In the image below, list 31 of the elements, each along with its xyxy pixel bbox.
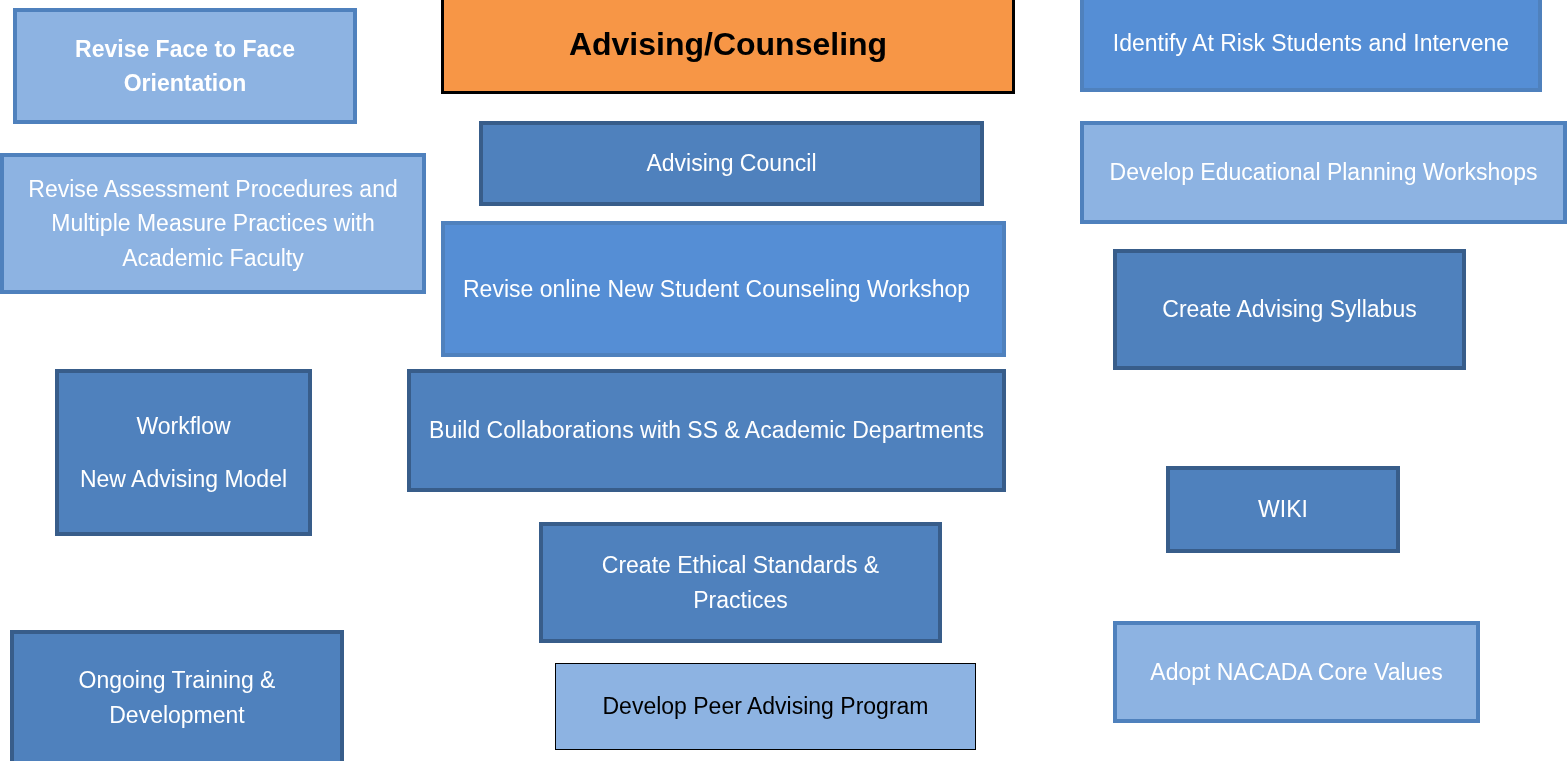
process-box — [10, 630, 344, 761]
process-box — [555, 663, 976, 750]
process-box — [479, 121, 984, 206]
box-label: Workflow — [136, 412, 231, 441]
box-label: Adopt NACADA Core Values — [1150, 657, 1443, 687]
process-box — [1080, 0, 1542, 92]
process-box — [1080, 121, 1567, 224]
box-label: Create Advising Syllabus — [1162, 295, 1417, 325]
box-label: Revise Face to Face Orientation — [74, 34, 296, 98]
box-label: Ongoing Training & Development — [77, 666, 277, 730]
title-text: Advising/Counseling — [568, 25, 888, 64]
process-box — [407, 369, 1006, 492]
box-label: Revise Assessment Procedures and Multiple Measure Practices with Academic Faculty — [27, 174, 399, 273]
box-label: Identify At Risk Students and Intervene — [1112, 28, 1510, 58]
box-label: Develop Educational Planning Workshops — [1109, 158, 1538, 188]
title-box — [441, 0, 1015, 94]
box-label: Revise online New Student Counseling Workshop — [463, 274, 971, 304]
process-box — [0, 153, 426, 294]
process-box — [13, 8, 357, 124]
box-label: New Advising Model — [79, 464, 288, 494]
process-box — [1166, 466, 1400, 553]
box-label: WIKI — [1258, 495, 1308, 525]
process-box — [1113, 621, 1480, 723]
box-label: Advising Council — [646, 149, 817, 179]
box-label: Develop Peer Advising Program — [602, 692, 929, 722]
process-box — [55, 369, 312, 536]
process-box — [1113, 249, 1466, 370]
box-label: Create Ethical Standards & Practices — [600, 551, 881, 615]
process-box — [539, 522, 942, 643]
box-label: Build Collaborations with SS & Academic Departments — [429, 416, 984, 446]
process-box — [441, 221, 1006, 357]
